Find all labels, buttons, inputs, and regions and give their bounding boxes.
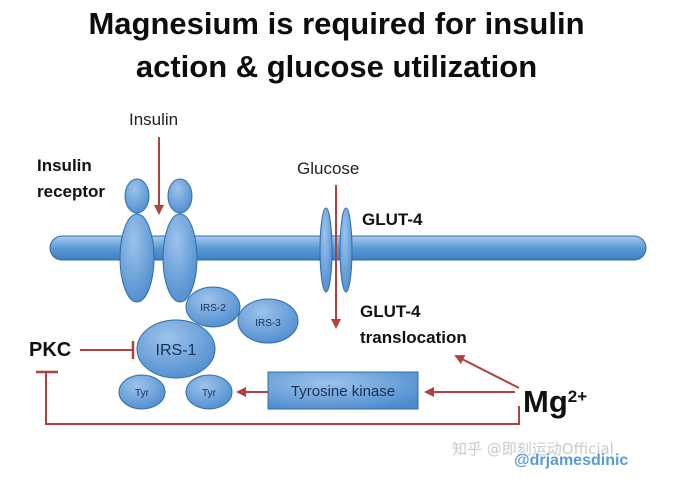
title-line-1: Magnesium is required for insulin	[88, 6, 585, 41]
insulin-receptor-label-line-2: receptor	[37, 182, 106, 201]
glut4-left	[319, 207, 333, 293]
receptor-top-right	[167, 178, 193, 214]
tyrosine-kinase-box	[267, 371, 419, 410]
magnesium-charge: 2+	[567, 386, 588, 406]
insulin-receptor-label-line-1: Insulin	[37, 156, 92, 175]
magnesium-base: Mg	[523, 384, 568, 419]
irs-1-node	[136, 319, 216, 379]
author-credit: @drjamesdinic	[514, 452, 629, 469]
tyr-right-label: Tyr	[202, 388, 217, 399]
insulin-label: Insulin	[129, 110, 179, 129]
tyrosine-kinase-label: Tyrosine kinase	[291, 383, 395, 400]
tyr-left-label: Tyr	[135, 388, 150, 399]
glut4-translocation-label-line-2: translocation	[360, 328, 467, 347]
glut4-label: GLUT-4	[362, 210, 423, 229]
glut4-right	[339, 207, 353, 293]
irs-1-label: IRS-1	[156, 342, 197, 359]
title-line-2: action & glucose utilization	[135, 49, 538, 84]
watermark: 知乎 @即刻运动Official	[452, 440, 614, 458]
irs-3-label: IRS-3	[255, 318, 281, 329]
magnesium-label: Mg2+	[523, 384, 587, 420]
pkc-label: PKC	[29, 339, 72, 361]
irs-3-node	[237, 298, 299, 344]
receptor-body-right	[162, 213, 198, 303]
glut4-transporter	[319, 207, 353, 293]
irs-2-label: IRS-2	[200, 303, 226, 314]
insulin-receptor	[119, 178, 198, 303]
tyr-right-node	[185, 374, 233, 410]
mg-to-pkc-line	[45, 373, 520, 425]
glucose-label: Glucose	[297, 159, 360, 178]
tyr-left-node	[118, 374, 166, 410]
receptor-top-left	[124, 178, 150, 214]
mg-to-translocation-arrow	[454, 355, 520, 389]
glut4-translocation-label-line-1: GLUT-4	[360, 302, 421, 321]
receptor-body-left	[119, 213, 155, 303]
irs-2-node	[185, 286, 241, 328]
